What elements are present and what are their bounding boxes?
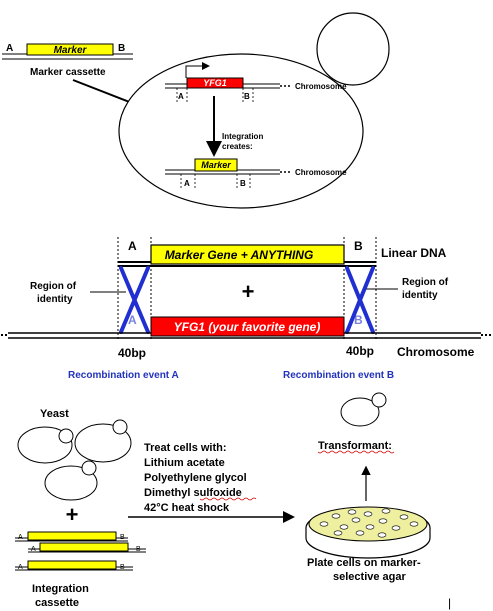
chromosome-bottom-a: A bbox=[184, 179, 190, 188]
homology-b-label: B bbox=[354, 239, 363, 253]
linear-dna: Marker Gene + ANYTHING A B Linear DNA bbox=[118, 239, 447, 267]
integration-cassette-line2: cassette bbox=[35, 597, 79, 609]
transformant-bud bbox=[371, 392, 387, 408]
transformant-label: Transformant: bbox=[318, 440, 392, 452]
region-left-line2: identity bbox=[37, 294, 73, 305]
panel-recombination: Marker Gene + ANYTHING A B Linear DNA + … bbox=[1, 237, 492, 381]
homology-a-faint: A bbox=[128, 313, 137, 327]
panel-integration-overview: A Marker B Marker cassette YFG1 A B Chro… bbox=[2, 12, 390, 209]
integration-text-line2: creates: bbox=[222, 142, 253, 151]
cassette-2-a: A bbox=[31, 546, 36, 553]
yfg1-gene-box bbox=[186, 77, 244, 89]
yeast-cells bbox=[17, 419, 132, 501]
homology-a-label: A bbox=[128, 239, 137, 253]
cassette-1-a: A bbox=[18, 534, 23, 541]
chromosome-top-label: Chromosome bbox=[295, 82, 347, 91]
plate-caption-line1: Plate cells on marker- bbox=[307, 557, 421, 569]
chromosome-before: YFG1 A B Chromosome bbox=[165, 62, 347, 104]
marker-gene-box bbox=[150, 244, 345, 265]
transformant-cell bbox=[340, 397, 380, 427]
petri-dish bbox=[305, 506, 431, 559]
treatment-list: Treat cells with: Lithium acetate Polyet… bbox=[144, 442, 257, 514]
treat-item-2: Polyethylene glycol bbox=[144, 472, 247, 484]
crossover-a-stroke-2 bbox=[119, 266, 150, 334]
cassette-3-a: A bbox=[18, 564, 23, 571]
integration-cassette-line1: Integration bbox=[32, 583, 89, 595]
cassette-3-b: B bbox=[120, 564, 125, 571]
treat-item-1: Lithium acetate bbox=[144, 457, 225, 469]
plus-sign-lower: + bbox=[66, 502, 79, 527]
promoter-arrow bbox=[185, 62, 210, 78]
bp-right-label: 40bp bbox=[346, 344, 374, 358]
chromosome-bottom-b: B bbox=[240, 179, 246, 188]
region-left-line1: Region of bbox=[30, 281, 77, 292]
colonies bbox=[319, 508, 419, 538]
treat-item-3: Dimethyl sulfoxide bbox=[144, 487, 242, 499]
cassette-1: A B bbox=[15, 531, 128, 542]
integration-text-line1: Integration bbox=[222, 132, 263, 141]
chromosome-bottom-label: Chromosome bbox=[295, 168, 347, 177]
marker-box bbox=[26, 43, 114, 56]
yeast-label: Yeast bbox=[40, 408, 69, 420]
yeast-bud-2 bbox=[112, 419, 128, 435]
yfg1-gene-block bbox=[150, 316, 345, 337]
treat-title: Treat cells with: bbox=[144, 442, 227, 454]
cassette-1-b: B bbox=[120, 534, 125, 541]
region-right-line1: Region of bbox=[402, 277, 449, 288]
marker-label: Marker bbox=[54, 45, 88, 56]
marker-cassette-caption: Marker cassette bbox=[30, 67, 106, 78]
crossover-b-stroke-2 bbox=[345, 266, 375, 334]
region-right-line2: identity bbox=[402, 290, 438, 301]
yeast-cell-3 bbox=[44, 465, 98, 501]
marker-cassette: A Marker B Marker cassette bbox=[2, 43, 133, 78]
event-a-label: Recombination event A bbox=[68, 370, 179, 381]
homology-b-faint: B bbox=[354, 313, 363, 327]
crossover-marks bbox=[119, 266, 375, 334]
panel-transformation: Yeast + A B A B bbox=[15, 392, 451, 610]
text-cursor: | bbox=[448, 596, 451, 610]
chromosome-label: Chromosome bbox=[397, 345, 475, 359]
integrated-marker-label: Marker bbox=[201, 160, 231, 170]
yeast-bud-3 bbox=[81, 460, 97, 476]
integrated-marker-box bbox=[194, 158, 238, 172]
linear-dna-label: Linear DNA bbox=[381, 246, 447, 260]
bp-left-label: 40bp bbox=[118, 346, 146, 360]
plus-sign-middle: + bbox=[242, 279, 255, 304]
event-b-label: Recombination event B bbox=[283, 370, 394, 381]
integration-cassettes: A B A B A B bbox=[15, 531, 146, 571]
cassette-a-label: A bbox=[6, 43, 13, 54]
yeast-cell-bud bbox=[316, 12, 390, 86]
cassette-2: A B bbox=[28, 542, 146, 553]
spellcheck-underline bbox=[199, 497, 257, 501]
yeast-bud-1 bbox=[58, 428, 74, 444]
cassette-b-label: B bbox=[118, 43, 125, 54]
marker-gene-label: Marker Gene + ANYTHING bbox=[165, 248, 314, 262]
chromosome-line: YFG1 (your favorite gene) bbox=[1, 316, 492, 339]
chromosome-top-a: A bbox=[178, 92, 184, 101]
plate-caption-line2: selective agar bbox=[333, 571, 406, 583]
yfg1-gene-label: YFG1 (your favorite gene) bbox=[174, 320, 321, 334]
transformant-underline bbox=[317, 450, 395, 454]
chromosome-after: Marker A B Chromosome bbox=[165, 158, 347, 190]
treat-item-4: 42°C heat shock bbox=[144, 502, 230, 514]
cassette-2-b: B bbox=[136, 546, 141, 553]
chromosome-top-b: B bbox=[244, 92, 250, 101]
yfg1-label: YFG1 bbox=[203, 78, 227, 88]
cassette-3: A B bbox=[15, 560, 133, 571]
